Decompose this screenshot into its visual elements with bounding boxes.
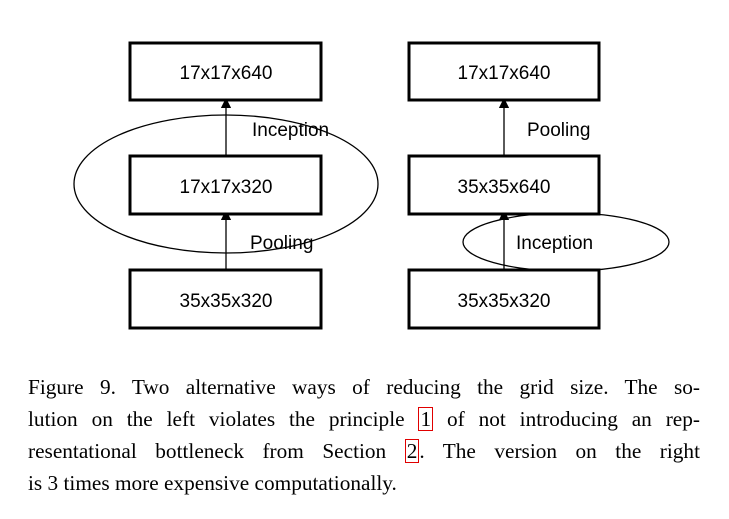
left-edge-label-inception: Inception: [252, 120, 329, 141]
figure-diagram: 17x17x640 17x17x320 35x35x320 Inception …: [73, 41, 670, 330]
right-box-middle: [407, 154, 601, 216]
right-box-bottom-label: 35x35x320: [458, 291, 551, 312]
left-box-bottom: [128, 268, 323, 330]
right-edge-label-pooling: Pooling: [527, 120, 590, 141]
left-edge-label-pooling: Pooling: [250, 233, 313, 254]
figure-caption: Figure 9. Two alternative ways of reduci…: [28, 371, 700, 499]
caption-line-4: is 3 times more expensive computationall…: [28, 471, 397, 495]
caption-line-2-end: of not introducing an rep-: [433, 407, 700, 431]
right-box-middle-label: 35x35x640: [458, 177, 551, 198]
reference-link-1[interactable]: 1: [418, 407, 434, 431]
right-edge-label-inception: Inception: [516, 233, 593, 254]
caption-line-2: lution on the left violates the principl…: [28, 403, 700, 435]
left-diagram: 17x17x640 17x17x320 35x35x320 Inception …: [73, 41, 379, 330]
caption-line-3-end: . The version on the right: [419, 439, 700, 463]
caption-line-2-start: lution on the left violates the principl…: [28, 407, 419, 431]
right-box-bottom: [407, 268, 601, 330]
left-box-middle: [128, 154, 323, 216]
caption-line-1: Figure 9. Two alternative ways of reduci…: [28, 375, 700, 399]
left-box-middle-label: 17x17x320: [180, 177, 273, 198]
caption-line-3-start: resentational bottleneck from Section: [28, 439, 405, 463]
caption-line-3: resentational bottleneck from Section 2.…: [28, 435, 700, 467]
reference-link-2[interactable]: 2: [404, 439, 420, 463]
left-box-bottom-label: 35x35x320: [180, 291, 273, 312]
left-box-top: [128, 41, 323, 102]
right-box-top-label: 17x17x640: [458, 63, 551, 84]
right-diagram: 17x17x640 35x35x640 35x35x320 Pooling In…: [407, 41, 670, 330]
left-box-top-label: 17x17x640: [180, 63, 273, 84]
left-grouping-ellipse: [73, 114, 379, 254]
right-box-top: [407, 41, 601, 102]
